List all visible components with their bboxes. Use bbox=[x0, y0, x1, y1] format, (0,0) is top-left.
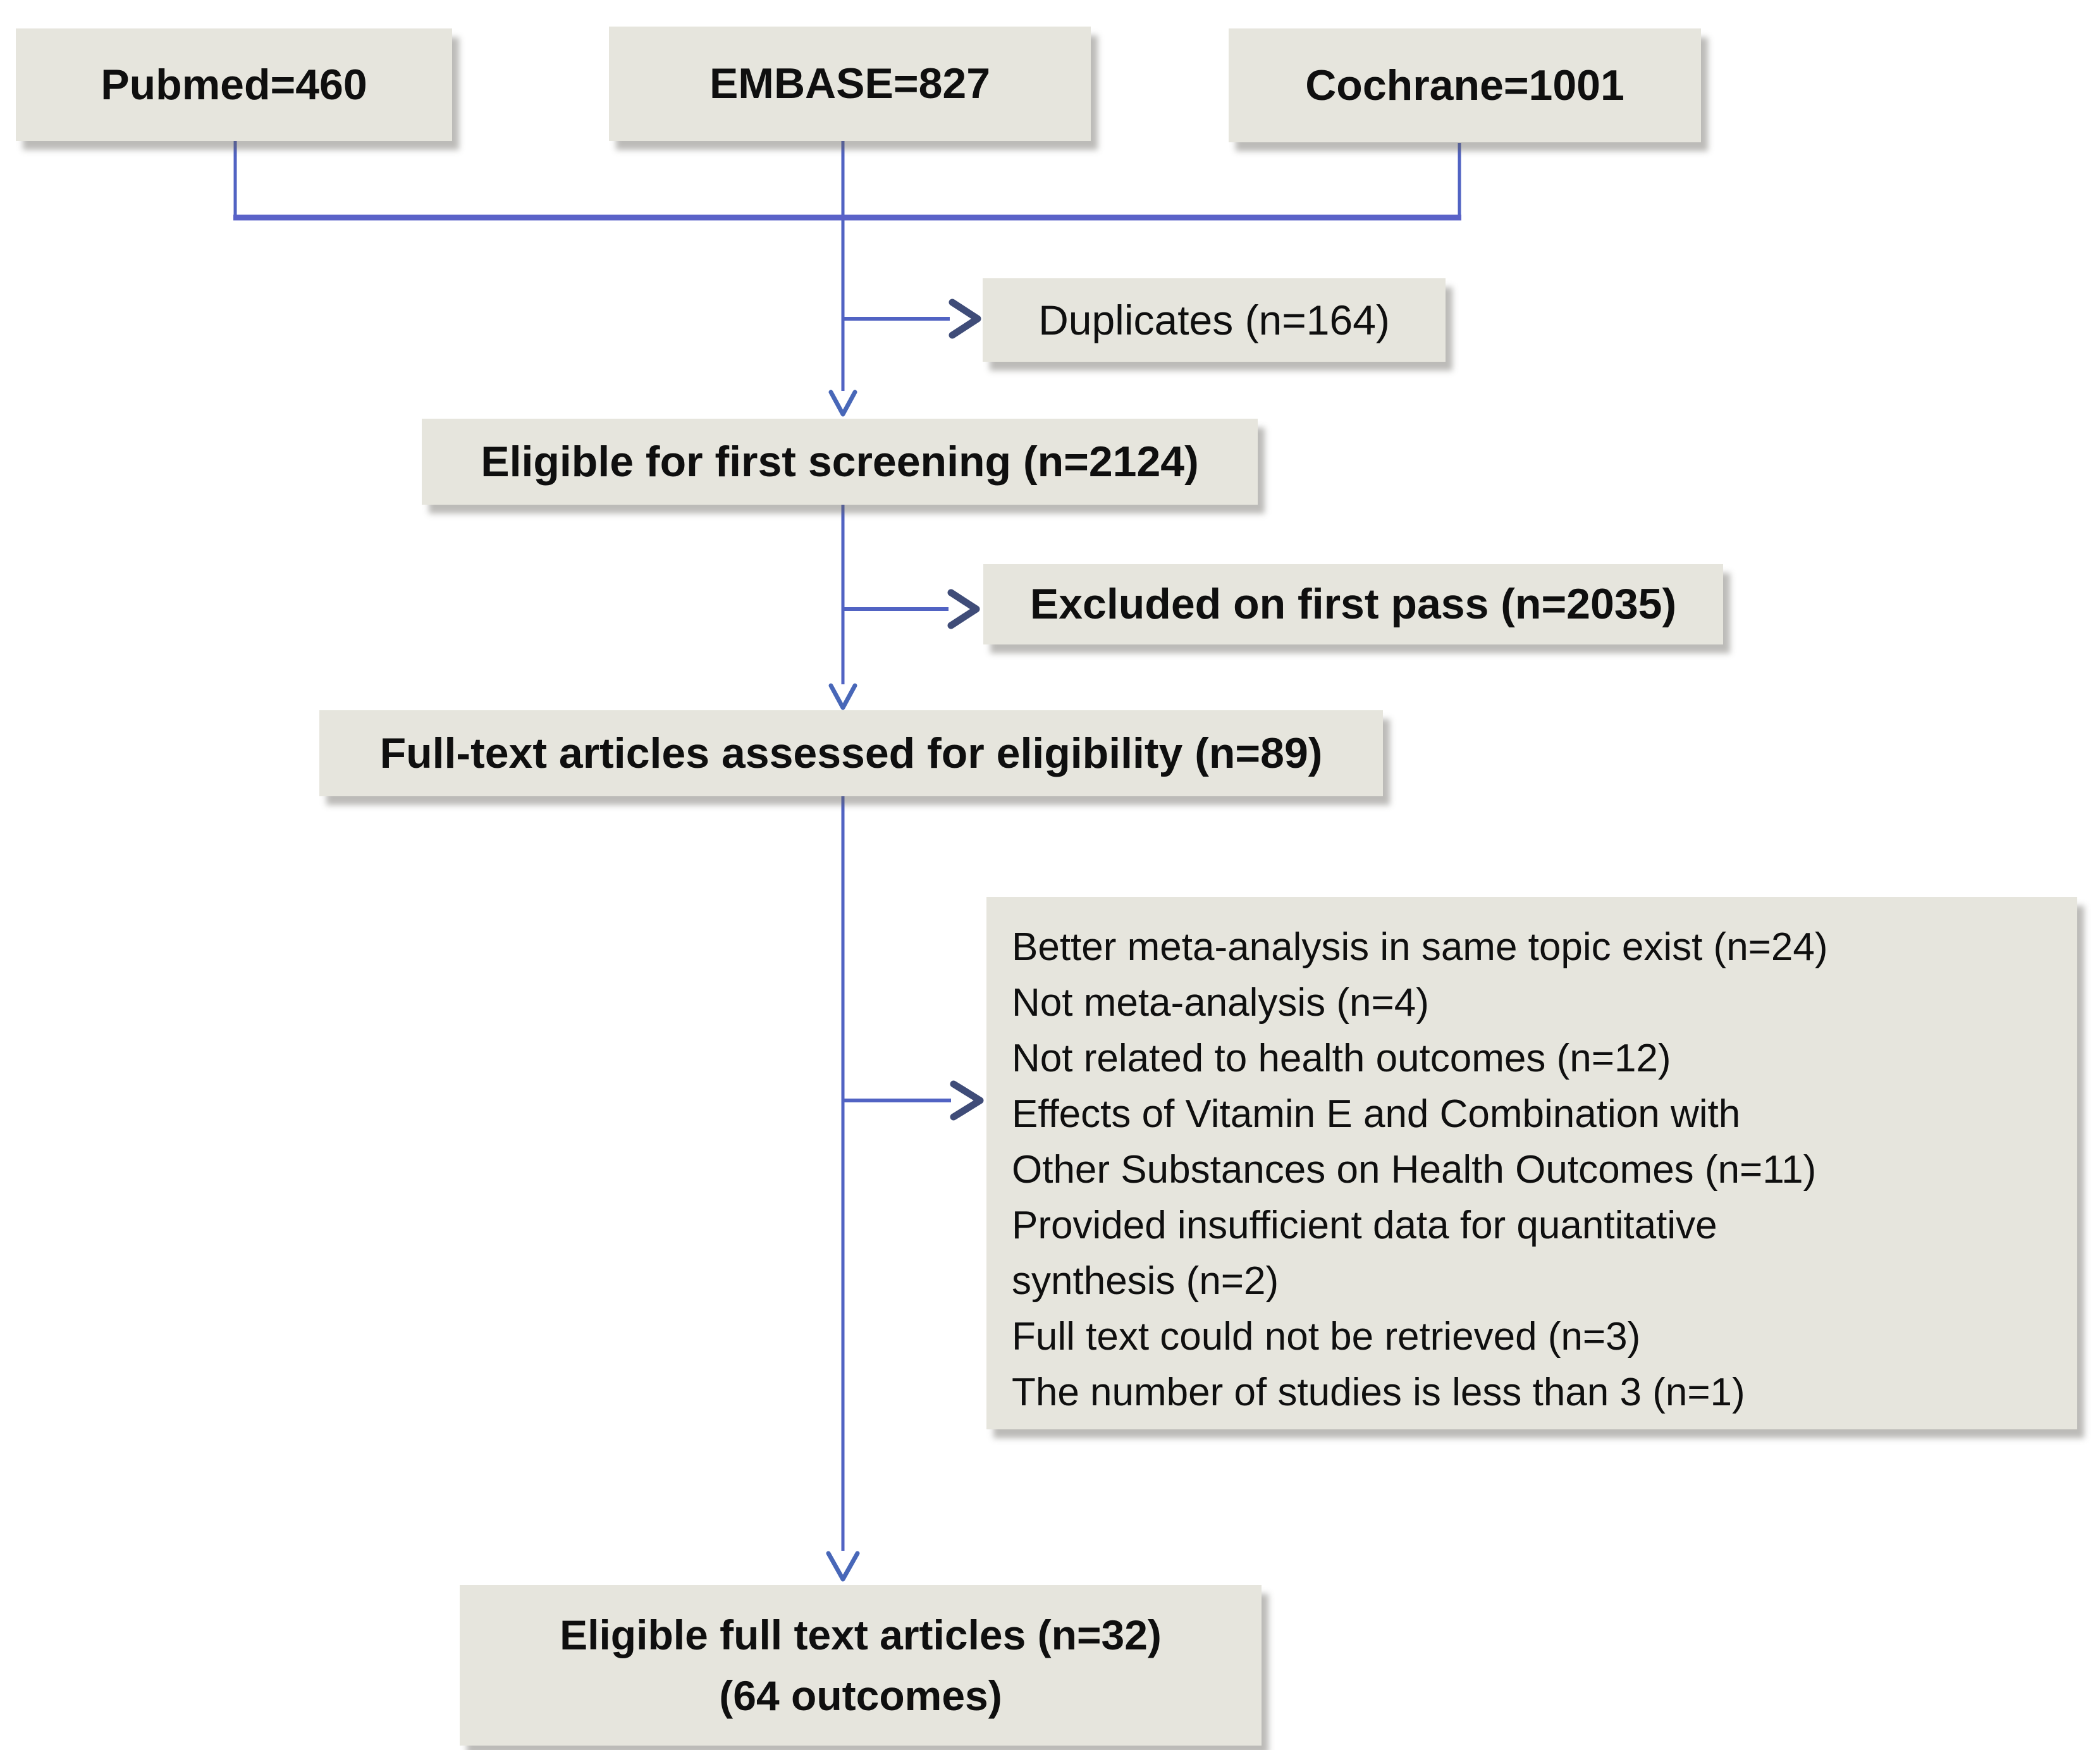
branch-lines bbox=[843, 317, 951, 1102]
arrowhead-fulltext bbox=[828, 683, 857, 710]
first-screening-box: Eligible for first screening (n=2124) bbox=[422, 419, 1258, 505]
exclusion-reason-line: Full text could not be retrieved (n=3) bbox=[1012, 1315, 1641, 1359]
excluded-first-pass-box: Excluded on first pass (n=2035) bbox=[983, 564, 1723, 644]
exclusion-reason-line: synthesis (n=2) bbox=[1012, 1259, 1279, 1303]
arrowhead-reasons bbox=[950, 1080, 984, 1121]
eligible-final-line2: (64 outcomes) bbox=[719, 1672, 1002, 1719]
down-arrowheads bbox=[826, 390, 860, 1582]
right-arrowheads bbox=[947, 299, 984, 1121]
source-stub-lines bbox=[233, 141, 1461, 215]
exclusion-reason-line: Other Substances on Health Outcomes (n=1… bbox=[1012, 1148, 1817, 1192]
exclusion-reason-line: Better meta-analysis in same topic exist… bbox=[1012, 925, 1828, 969]
arrowhead-first-screening bbox=[828, 390, 857, 417]
eligible-final-line1: Eligible full text articles (n=32) bbox=[560, 1611, 1162, 1658]
arrowhead-duplicates bbox=[949, 299, 981, 339]
duplicates-box: Duplicates (n=164) bbox=[983, 278, 1446, 362]
source-box-embase: EMBASE=827 bbox=[609, 27, 1091, 141]
exclusion-reason-line: Provided insufficient data for quantitat… bbox=[1012, 1204, 1717, 1247]
exclusion-reasons-box: Better meta-analysis in same topic exist… bbox=[986, 897, 2077, 1429]
fulltext-assessed-box: Full-text articles assessed for eligibil… bbox=[319, 710, 1383, 796]
eligible-final-box: Eligible full text articles (n=32) (64 o… bbox=[460, 1585, 1262, 1746]
arrowhead-final bbox=[826, 1551, 860, 1582]
source-box-pubmed: Pubmed=460 bbox=[16, 28, 452, 141]
exclusion-reason-line: The number of studies is less than 3 (n=… bbox=[1012, 1371, 1745, 1414]
exclusion-reason-line: Not related to health outcomes (n=12) bbox=[1012, 1037, 1671, 1080]
arrowhead-excluded bbox=[947, 589, 980, 629]
exclusion-reason-line: Not meta-analysis (n=4) bbox=[1012, 981, 1429, 1025]
exclusion-reason-line: Effects of Vitamin E and Combination wit… bbox=[1012, 1092, 1741, 1136]
source-box-cochrane: Cochrane=1001 bbox=[1229, 28, 1701, 142]
